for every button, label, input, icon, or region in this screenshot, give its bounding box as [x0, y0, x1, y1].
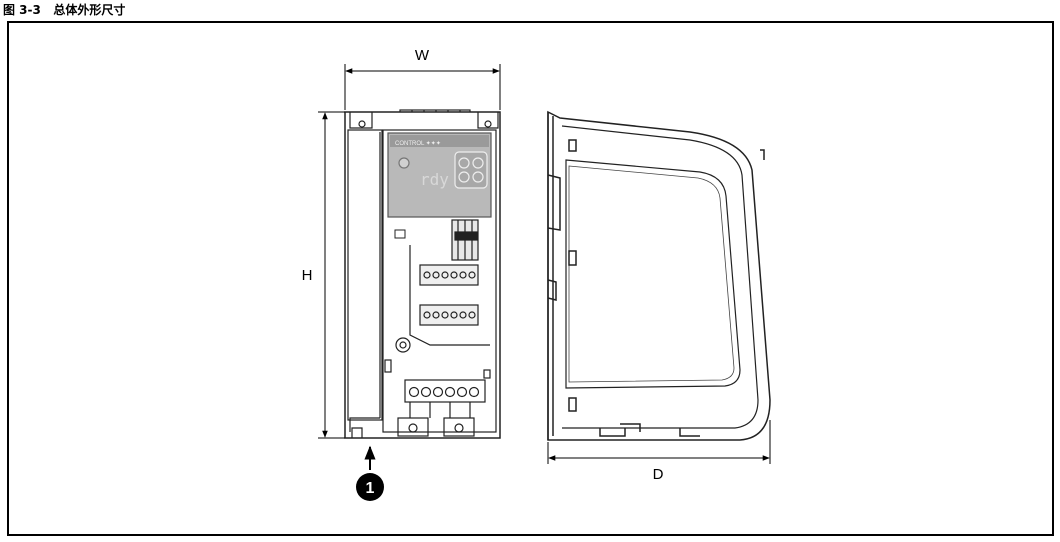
- callout-marker: [356, 473, 384, 501]
- callout-number: 1: [366, 480, 375, 497]
- svg-text:CONTROL ✦✦✦: CONTROL ✦✦✦: [395, 140, 441, 147]
- height-label: H: [302, 267, 313, 284]
- figure-caption: 图 3-3 总体外形尺寸: [3, 3, 126, 17]
- front-view: CONTROL ✦✦✦ rdy: [344, 109, 501, 439]
- depth-dimension: [547, 420, 771, 464]
- width-label: W: [415, 47, 430, 64]
- width-dimension: [344, 64, 501, 110]
- figure-frame: [7, 21, 1054, 536]
- side-view: [547, 110, 771, 441]
- depth-label: D: [653, 466, 664, 483]
- height-dimension: [318, 111, 345, 439]
- svg-text:rdy: rdy: [420, 170, 449, 189]
